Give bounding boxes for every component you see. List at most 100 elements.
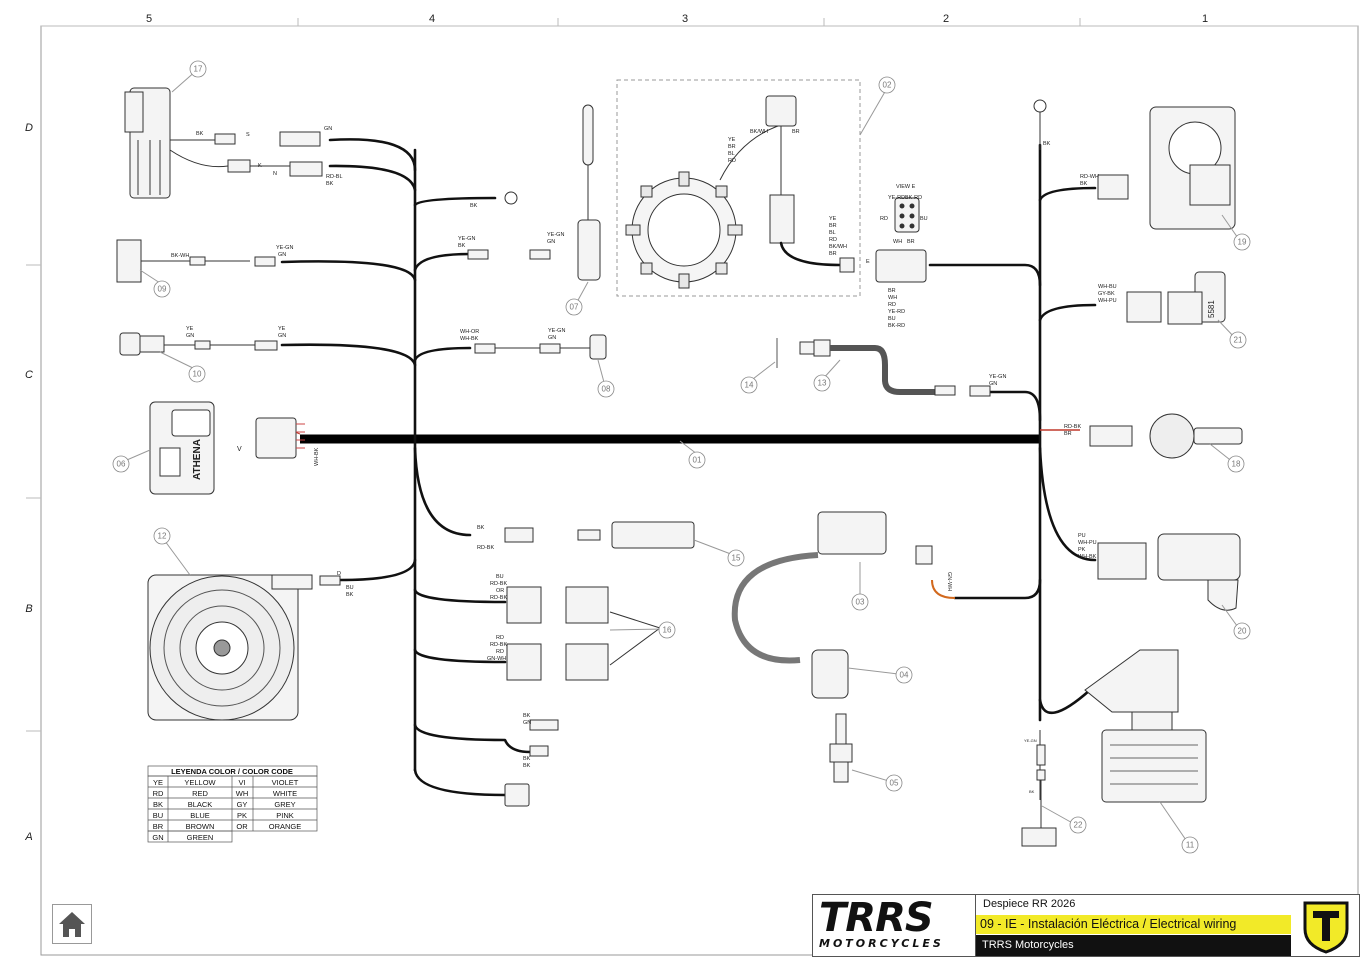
wire-label: RD [496,635,504,641]
color-code-cell: PK [237,811,247,820]
wire-label: BU [496,574,504,580]
lower-connectors [504,719,559,807]
wire-label: BK [196,131,204,137]
wire-label: WH-BU [1098,284,1117,290]
component-06-ecu: ATHENA [149,401,305,495]
callout-12: 12 [153,527,171,545]
callout-10: 10 [188,365,206,383]
color-code-cell: VIOLET [272,778,299,787]
svg-text:09: 09 [158,285,167,294]
brand-logo-text: TRRS [819,895,934,941]
wire-label: WH-PU [1098,298,1117,304]
svg-text:19: 19 [1238,238,1247,247]
wire-label: RD-WH [1080,174,1099,180]
wire-label: S [246,132,250,138]
wire-label: BL [829,230,836,236]
wire-label: GN [523,720,531,726]
wire-label: RD-BK [490,642,507,648]
wire-label: YE-GN [458,236,475,242]
svg-text:05: 05 [890,779,899,788]
wire-label: GN [548,335,556,341]
wire-label: RD-BK [490,581,507,587]
row-label: D [25,122,33,134]
callout-22: 22 [1069,816,1087,834]
callout-14: 14 [740,376,758,394]
component-13-sensor [776,338,991,397]
wire-label: GN-WH [487,656,506,662]
wire-label: GN [547,239,555,245]
component-09-connector [116,239,276,283]
svg-text:02: 02 [883,81,892,90]
callout-18: 18 [1227,455,1245,473]
svg-text:22: 22 [1074,821,1083,830]
wire-label: V [237,446,242,453]
callout-13: 13 [813,374,831,392]
callout-09: 09 [153,280,171,298]
component-04-plug-cap [811,649,849,699]
wire-label: YE-GN [548,328,565,334]
wire-label: BK [326,181,334,187]
component-10-sensor [119,332,278,356]
callout-02: 02 [878,76,896,94]
wire-label: PU [1078,533,1086,539]
callout-20: 20 [1233,622,1251,640]
svg-text:11: 11 [1186,841,1195,850]
wire-label: YE [186,326,194,332]
wire-label: GN-WH [946,572,952,591]
sensor-code: 5581 [1207,300,1216,318]
wire-label: WH-BK [314,447,320,466]
callout-06: 06 [112,455,130,473]
component-22-connector [1021,744,1057,847]
column-label: 2 [943,13,949,25]
wire-label: BU [346,585,354,591]
color-code-cell: BK [153,800,163,809]
wire-label: BR [792,129,800,135]
wire-label: BR [1064,431,1072,437]
wire-label: BK [346,592,354,598]
wire-label: BK [458,243,466,249]
wire-label: BK [523,763,531,769]
svg-text:20: 20 [1238,627,1247,636]
color-code-cell: RED [192,789,208,798]
wire-label: BK-RD [888,323,905,329]
svg-text:15: 15 [732,554,741,563]
wire-label: E [866,259,870,265]
wire-label: YE [829,216,837,222]
component-18-map-sensor [1089,413,1243,459]
wire-label: K [258,163,262,169]
row-label: B [25,603,32,615]
callout-05: 05 [885,774,903,792]
wire-label: BK-RD [905,195,922,201]
component-02-stator [616,79,861,297]
color-code-cell: VI [238,778,245,787]
svg-text:04: 04 [900,671,909,680]
color-code-cell: GY [237,800,248,809]
wire-label: BR [728,144,736,150]
callout-16: 16 [658,621,676,639]
wire-label: GN [989,381,997,387]
component-19-throttle-body [1097,106,1236,230]
connector-view-e [875,197,927,283]
wire-label: GN [278,252,286,258]
wire-label: BK [1043,141,1051,147]
wire-label: BR [829,223,837,229]
callout-17: 17 [189,60,207,78]
section-title: 09 - IE - Instalación Eléctrica / Electr… [976,915,1291,934]
column-label: 1 [1202,13,1208,25]
column-label: 4 [429,13,435,25]
company-name: TRRS Motorcycles [976,935,1291,956]
wire-label: GY-BK [1098,291,1115,297]
document-title: Despiece RR 2026 [983,898,1076,910]
wire-label: BK [477,525,485,531]
svg-text:21: 21 [1234,336,1243,345]
home-button[interactable] [52,904,92,944]
wire-label: D [337,571,341,577]
component-07-switch [467,104,601,281]
component-15-module [504,521,695,549]
wire-label: BK [1080,181,1088,187]
svg-text:06: 06 [117,460,126,469]
wire-label: YE-GN [276,245,293,251]
svg-text:13: 13 [818,379,827,388]
color-code-cell: WH [236,789,249,798]
